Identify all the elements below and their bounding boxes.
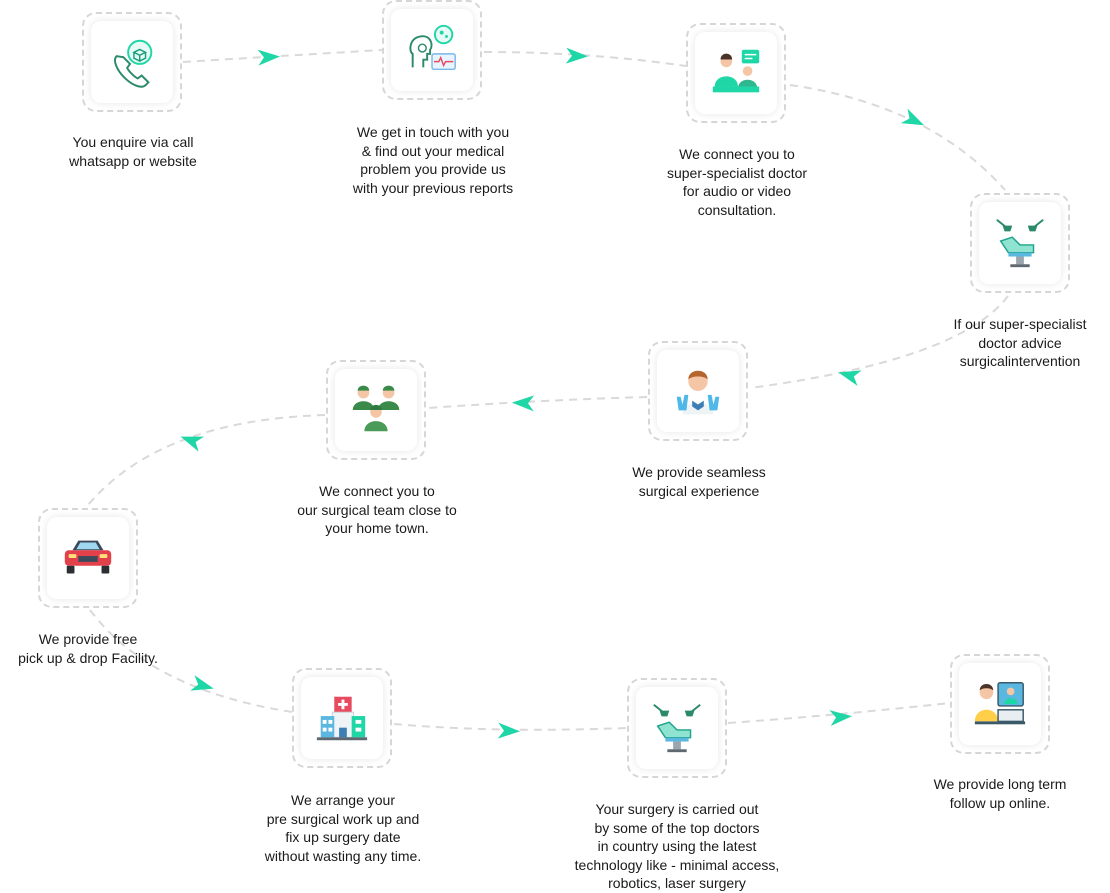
step-5-card (648, 341, 748, 441)
step-10-card (950, 654, 1050, 754)
flow-arrow (190, 675, 214, 691)
car-icon (64, 540, 112, 574)
step-2-caption: We get in touch with you& find out your … (352, 124, 514, 196)
flow-arrow (900, 108, 925, 126)
step-2-card (382, 0, 482, 100)
online-followup-icon (974, 682, 1026, 725)
connector-line (182, 49, 383, 63)
medical-consult-head-icon (409, 24, 456, 71)
phone-chat-icon (114, 39, 153, 88)
flow-arrow (497, 722, 520, 739)
surgeon-gloves-icon (676, 370, 720, 415)
flow-arrow (257, 49, 280, 66)
doctor-video-call-icon (712, 49, 760, 93)
connector-line (87, 414, 326, 506)
flow-arrow (512, 395, 535, 412)
flow-arrow (838, 370, 862, 386)
step-4-card (970, 193, 1070, 293)
connector-line (749, 295, 1009, 389)
connector-line (483, 51, 687, 67)
operating-table-icon (653, 704, 701, 753)
step-9-card (627, 678, 727, 778)
connector-line (89, 609, 293, 713)
connector-line (393, 723, 628, 731)
operating-table-icon (996, 219, 1044, 268)
step-8-card (292, 668, 392, 768)
flow-arrow (180, 436, 205, 452)
step-3-card (686, 23, 786, 123)
surgical-team-icon (352, 385, 400, 432)
hospital-building-icon (316, 696, 368, 741)
step-6-card (326, 360, 426, 460)
connector-line (427, 396, 648, 409)
flow-arrow (829, 710, 852, 727)
step-7-card (38, 508, 138, 608)
flow-arrow (565, 47, 588, 64)
step-1-card (82, 12, 182, 112)
